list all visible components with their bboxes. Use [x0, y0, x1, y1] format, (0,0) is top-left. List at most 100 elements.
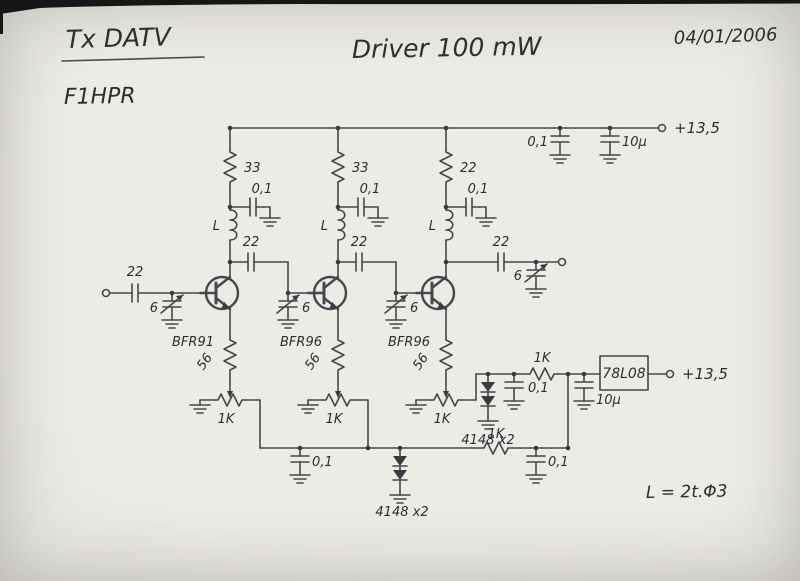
ground-symbol	[385, 314, 407, 329]
ground-symbol	[189, 399, 211, 414]
c-reg-label: 10μ	[596, 393, 621, 408]
inductor-3	[445, 209, 454, 241]
rf-output-terminal	[557, 257, 567, 267]
inductor-note: L = 2t.Φ3	[646, 482, 728, 503]
ground-symbol	[289, 469, 311, 484]
l1-label: L	[213, 219, 220, 234]
c-bias-a-label: 0,1	[528, 381, 549, 396]
regulator-label: 78L08	[602, 366, 646, 382]
rf-input-terminal	[101, 288, 111, 298]
collector-branch-3: 22 0,1 L	[429, 127, 497, 278]
bias-resistor-a	[525, 367, 559, 381]
diode	[480, 395, 496, 407]
bias-cap-b2	[526, 447, 546, 471]
scan-edge-artifacts	[0, 0, 800, 34]
input-network: 22 6	[101, 265, 201, 329]
q1-label: BFR91	[172, 335, 214, 350]
output-coupling-cap	[489, 252, 513, 272]
coupling-cap-12	[239, 252, 263, 272]
r-col1-label: 33	[244, 161, 261, 176]
bias-rail-lower: 0,1 4148 x2 1K 0,1	[259, 427, 569, 520]
vcc-rail-top: +13,5 0,1 10μ	[229, 119, 720, 164]
d-pair-a-label: 4148 x2	[461, 433, 514, 448]
l3-label: L	[429, 219, 436, 234]
interstage-coupling-2-3: 22 6	[337, 235, 418, 329]
rail-electrolytic-cap	[600, 127, 620, 151]
ground-symbol	[503, 395, 525, 410]
collector-branch-2: 33 0,1 L	[321, 127, 389, 278]
c12-label: 22	[243, 235, 260, 250]
ground-symbol	[525, 469, 547, 484]
r-e2-label: 56	[302, 351, 324, 373]
rail-elcap-label: 10μ	[622, 135, 647, 150]
rail-cap-label: 0,1	[527, 135, 548, 150]
pot1-label: 1K	[218, 412, 236, 427]
regulator-cap	[574, 373, 594, 397]
r-e1-label: 56	[194, 351, 216, 373]
output-network: 22 6	[445, 235, 567, 298]
c-dec3-label: 0,1	[468, 182, 489, 197]
ground-symbol	[259, 212, 281, 227]
c-dec2-label: 0,1	[360, 182, 381, 197]
vcc-top-label: +13,5	[674, 119, 720, 137]
collector-resistor-3	[439, 147, 453, 189]
t-b2-label: 6	[302, 301, 310, 316]
emitter-chain-3: 56 1K	[405, 308, 477, 427]
c-dec1-label: 0,1	[252, 182, 273, 197]
t-out-label: 6	[514, 269, 522, 284]
diode	[392, 455, 408, 467]
l2-label: L	[321, 219, 328, 234]
input-coupling-cap	[123, 283, 147, 303]
transistor-q1	[198, 275, 240, 311]
ground-symbol	[549, 149, 571, 164]
diode	[392, 469, 408, 481]
ground-symbol	[475, 212, 497, 227]
junction-dots	[169, 125, 613, 451]
project-title: Tx DATV	[65, 22, 173, 54]
emitter-resistor-2	[331, 335, 345, 377]
vcc-bottom-label: +13,5	[682, 365, 728, 383]
collector-resistor-1	[223, 147, 237, 189]
c-out-label: 22	[493, 235, 510, 250]
transistor-q3	[414, 275, 456, 311]
pot2-label: 1K	[326, 412, 344, 427]
ground-symbol	[277, 314, 299, 329]
collector-resistor-2	[331, 147, 345, 189]
collector-branch-1: 33 0,1 L	[213, 127, 281, 278]
t-b3-label: 6	[410, 301, 418, 316]
vcc-top-terminal	[657, 123, 667, 133]
ground-symbol	[525, 283, 547, 298]
r-col3-label: 22	[460, 161, 477, 176]
r-col2-label: 33	[352, 161, 369, 176]
r-e3-label: 56	[410, 351, 432, 373]
title-underline	[61, 56, 205, 62]
vcc-bottom-terminal	[665, 369, 675, 379]
ground-symbol	[389, 489, 411, 504]
callsign: F1HPR	[64, 84, 136, 110]
emitter-resistor-3	[439, 335, 453, 377]
header: Tx DATV F1HPR Driver 100 mW 04/01/2006	[61, 22, 778, 110]
ground-symbol	[599, 149, 621, 164]
ground-symbol	[161, 314, 183, 329]
rail-bypass-cap	[550, 127, 570, 151]
diode	[480, 381, 496, 393]
emitter-chain-2: 56 1K	[297, 308, 369, 449]
bias-rail-regulator: 4148 x2 0,1 1K 10μ 78L08 +13,5	[461, 351, 728, 449]
r-bias-a-label: 1K	[534, 351, 552, 366]
q2-label: BFR96	[280, 335, 322, 350]
coupling-cap-23	[347, 252, 371, 272]
decoupling-cap-3	[457, 197, 481, 217]
emitter-chain-1: 56 1K	[189, 308, 261, 449]
emitter-resistor-1	[223, 335, 237, 377]
t-in-label: 6	[150, 301, 158, 316]
ground-symbol	[297, 399, 319, 414]
bias-cap-b1	[290, 447, 310, 471]
transistor-q2	[306, 275, 348, 311]
ground-symbol	[367, 212, 389, 227]
ground-symbol	[405, 399, 427, 414]
inductor-2	[337, 209, 346, 241]
interstage-coupling-1-2: 22 6	[229, 235, 310, 329]
bias-cap-a	[504, 373, 524, 397]
